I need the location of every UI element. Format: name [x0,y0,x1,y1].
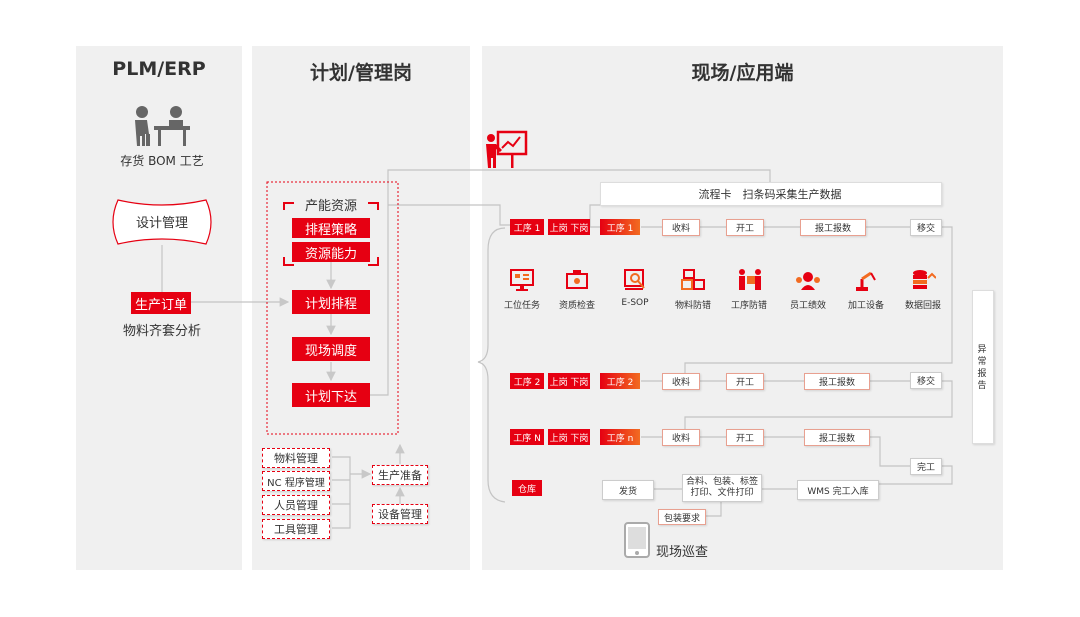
prep-item-people[interactable]: 人员管理 [262,495,330,515]
equipment-management[interactable]: 设备管理 [372,504,428,524]
row2-proc[interactable]: 工序 2 [510,373,544,389]
feature-label-7: 加工设备 [847,301,884,311]
workstation-task-icon [510,269,534,291]
material-analysis: 物料齐套分析 [122,324,201,339]
row1-proc[interactable]: 工序 1 [510,219,544,235]
feature-label-4: 物料防错 [674,301,711,311]
production-order[interactable]: 生产订单 [131,292,191,314]
rowN-complete[interactable]: 完工 [910,458,942,475]
rowN-start[interactable]: 开工 [726,429,764,446]
feature-label-6: 员工绩效 [789,301,826,311]
row2-report[interactable]: 报工报数 [804,373,870,390]
row2-start[interactable]: 开工 [726,373,764,390]
warehouse[interactable]: 仓库 [512,480,542,496]
feature-label-3: E-SOP [621,298,649,308]
material-errorproof-icon [681,269,705,290]
feature-label-2: 资质检查 [558,301,595,311]
field-dispatch[interactable]: 现场调度 [292,337,370,361]
plan-scheduling[interactable]: 计划排程 [292,290,370,314]
row2-receive[interactable]: 收料 [662,373,700,390]
capacity-resource: 产能资源 [304,199,357,214]
ship[interactable]: 发货 [602,480,654,500]
exception-report[interactable] [972,290,994,444]
wms-inbound[interactable]: WMS 完工入库 [797,480,879,500]
rowN-report[interactable]: 报工报数 [804,429,870,446]
flow-card-label: 流程卡 扫条码采集生产数据 [698,188,842,201]
row1-proc2[interactable]: 工序 1 [600,219,640,235]
row1-start[interactable]: 开工 [726,219,764,236]
design-shape [112,199,212,245]
row2-next[interactable]: 移交 [910,372,942,389]
employee-performance-icon [796,272,820,290]
esop-icon [624,269,645,290]
plan-release[interactable]: 计划下达 [292,383,370,407]
row1-next[interactable]: 移交 [910,219,942,236]
rowN-proc2[interactable]: 工序 n [600,429,640,445]
feature-label-5: 工序防错 [730,301,767,311]
plm-title: PLM/ERP [112,58,206,80]
people-icon [135,106,190,146]
scheduling-strategy[interactable]: 排程策略 [292,218,370,238]
prep-item-material[interactable]: 物料管理 [262,448,330,468]
prep-item-nc[interactable]: NC 程序管理 [262,471,330,491]
field-patrol: 现场巡查 [656,545,709,560]
field-title: 现场/应用端 [691,62,794,84]
plan-title: 计划/管理岗 [310,62,412,84]
design-management[interactable]: 设计管理 [135,216,188,231]
pack-requirement[interactable]: 包装要求 [658,509,706,525]
prep-item-tools[interactable]: 工具管理 [262,519,330,539]
rowN-proc[interactable]: 工序 N [510,429,544,445]
process-errorproof-icon [739,269,761,290]
flow-card [600,182,942,206]
row1-receive[interactable]: 收料 [662,219,700,236]
row2-shift[interactable]: 上岗 下岗 [548,373,590,389]
qualification-check-icon [566,270,588,289]
data-report-icon [913,270,936,289]
rowN-shift[interactable]: 上岗 下岗 [548,429,590,445]
machine-icon [856,271,876,291]
pack-print[interactable]: 合料、包装、标签 打印、文件打印 [682,474,762,502]
row1-report[interactable]: 报工报数 [800,219,866,236]
feature-label-1: 工位任务 [503,301,540,311]
row1-shift[interactable]: 上岗 下岗 [548,219,590,235]
feature-label-8: 数据回报 [904,301,941,311]
inventory-label: 存货 BOM 工艺 [120,154,204,168]
rowN-receive[interactable]: 收料 [662,429,700,446]
exception-report-label: 异常报告 [977,345,987,391]
row2-proc2[interactable]: 工序 2 [600,373,640,389]
tablet-icon [624,522,650,558]
production-prep[interactable]: 生产准备 [372,465,428,485]
resource-capability[interactable]: 资源能力 [292,242,370,262]
presenter-icon [486,130,528,168]
